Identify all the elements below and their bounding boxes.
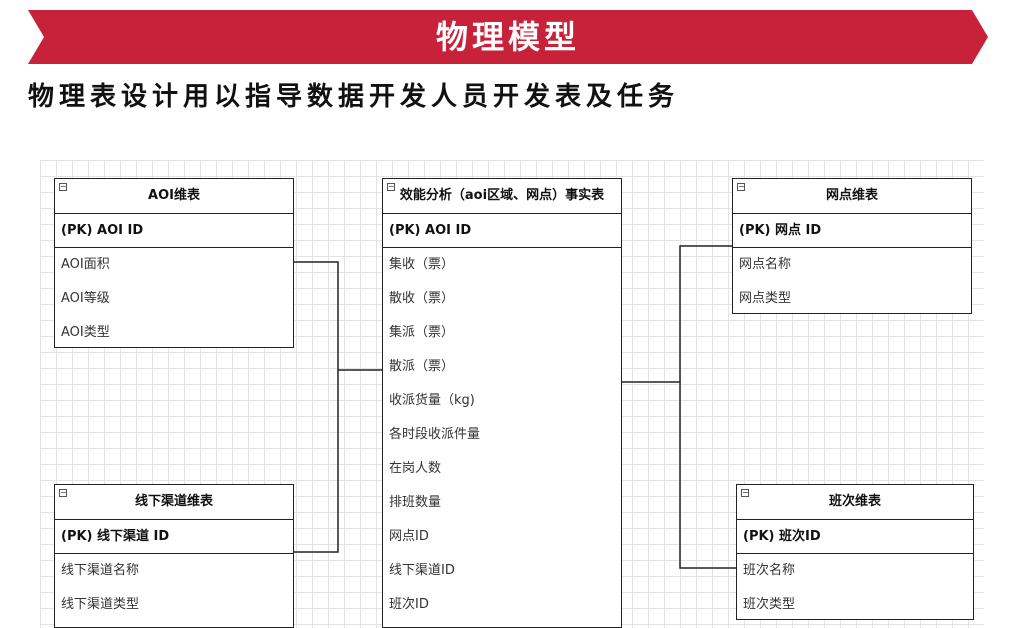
connector-fact-shift — [679, 382, 736, 569]
table-field: 在岗人数 — [389, 461, 442, 476]
table-field: 线下渠道名称 — [61, 563, 140, 578]
primary-key-field: (PK) 班次ID — [737, 520, 973, 554]
table-field: 排班数量 — [389, 495, 442, 510]
table-field: 散收（票） — [389, 291, 455, 306]
connector-fact-site — [622, 245, 734, 383]
table-title: − AOI维表 — [55, 179, 293, 214]
table-field: 班次ID — [389, 597, 429, 612]
table-field: 网点类型 — [739, 291, 792, 306]
table-field: AOI类型 — [61, 325, 110, 340]
collapse-icon[interactable]: − — [387, 182, 395, 191]
table-field: 网点名称 — [739, 257, 792, 272]
collapse-icon[interactable]: − — [59, 488, 67, 497]
table-shift-dimension[interactable]: − 班次维表 (PK) 班次ID 班次名称 班次类型 — [736, 484, 974, 620]
title-banner: 物理模型 — [28, 10, 988, 64]
table-field: AOI等级 — [61, 291, 110, 306]
table-fact[interactable]: − 效能分析（aoi区域、网点）事实表 (PK) AOI ID 集收（票） 散收… — [382, 178, 622, 628]
table-title: − 线下渠道维表 — [55, 485, 293, 520]
table-site-dimension[interactable]: − 网点维表 (PK) 网点 ID 网点名称 网点类型 — [732, 178, 972, 314]
table-field: 各时段收派件量 — [389, 427, 481, 442]
table-title: − 网点维表 — [733, 179, 971, 214]
primary-key-field: (PK) 线下渠道 ID — [55, 520, 293, 554]
table-field: 散派（票） — [389, 359, 455, 374]
table-title-text: 班次维表 — [828, 494, 881, 509]
table-channel-dimension[interactable]: − 线下渠道维表 (PK) 线下渠道 ID 线下渠道名称 线下渠道类型 — [54, 484, 294, 628]
table-title: − 班次维表 — [737, 485, 973, 520]
table-field: 网点ID — [389, 529, 429, 544]
table-field: 集收（票） — [389, 257, 455, 272]
table-title-text: 网点维表 — [825, 188, 878, 203]
connector-channel-fact — [294, 370, 339, 553]
table-field: 线下渠道ID — [389, 563, 455, 578]
table-title-text: AOI维表 — [148, 188, 200, 203]
page-subtitle: 物理表设计用以指导数据开发人员开发表及任务 — [28, 82, 680, 112]
table-title-text: 线下渠道维表 — [134, 494, 213, 509]
table-field: 班次名称 — [743, 563, 796, 578]
table-title-text: 效能分析（aoi区域、网点）事实表 — [399, 188, 605, 203]
table-field: 集派（票） — [389, 325, 455, 340]
banner-shape — [28, 10, 988, 64]
table-field: AOI面积 — [61, 257, 110, 272]
collapse-icon[interactable]: − — [741, 488, 749, 497]
table-field: 收派货量（kg) — [389, 393, 475, 408]
table-field: 班次类型 — [743, 597, 796, 612]
table-aoi-dimension[interactable]: − AOI维表 (PK) AOI ID AOI面积 AOI等级 AOI类型 — [54, 178, 294, 348]
table-title: − 效能分析（aoi区域、网点）事实表 — [383, 179, 621, 214]
primary-key-field: (PK) AOI ID — [55, 214, 293, 248]
connector-aoi-fact — [294, 261, 384, 371]
collapse-icon[interactable]: − — [59, 182, 67, 191]
collapse-icon[interactable]: − — [737, 182, 745, 191]
primary-key-field: (PK) AOI ID — [383, 214, 621, 248]
primary-key-field: (PK) 网点 ID — [733, 214, 971, 248]
page-title: 物理模型 — [435, 18, 580, 56]
table-field: 线下渠道类型 — [61, 597, 140, 612]
